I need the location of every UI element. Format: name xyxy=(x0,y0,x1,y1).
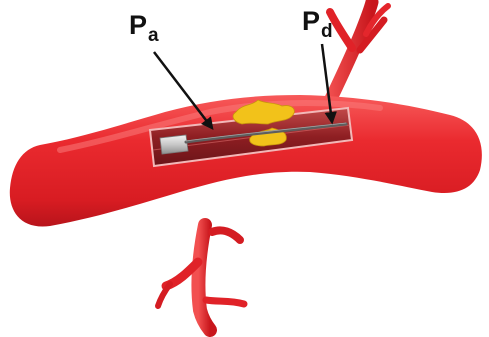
label-pa-main: P xyxy=(129,10,147,40)
label-pa-sub: a xyxy=(148,25,159,46)
label-pd: Pd xyxy=(302,8,333,35)
lower-branches xyxy=(158,225,244,330)
upper-branch-left-twig xyxy=(330,12,352,48)
lower-branch-right-low xyxy=(206,300,244,304)
label-pa: Pa xyxy=(129,12,159,39)
label-pd-sub: d xyxy=(321,21,333,42)
catheter-tip xyxy=(160,135,188,154)
lower-branch-right xyxy=(212,230,240,240)
lower-branch-main xyxy=(198,225,210,330)
upper-branches xyxy=(328,2,388,105)
label-pd-main: P xyxy=(302,6,320,36)
